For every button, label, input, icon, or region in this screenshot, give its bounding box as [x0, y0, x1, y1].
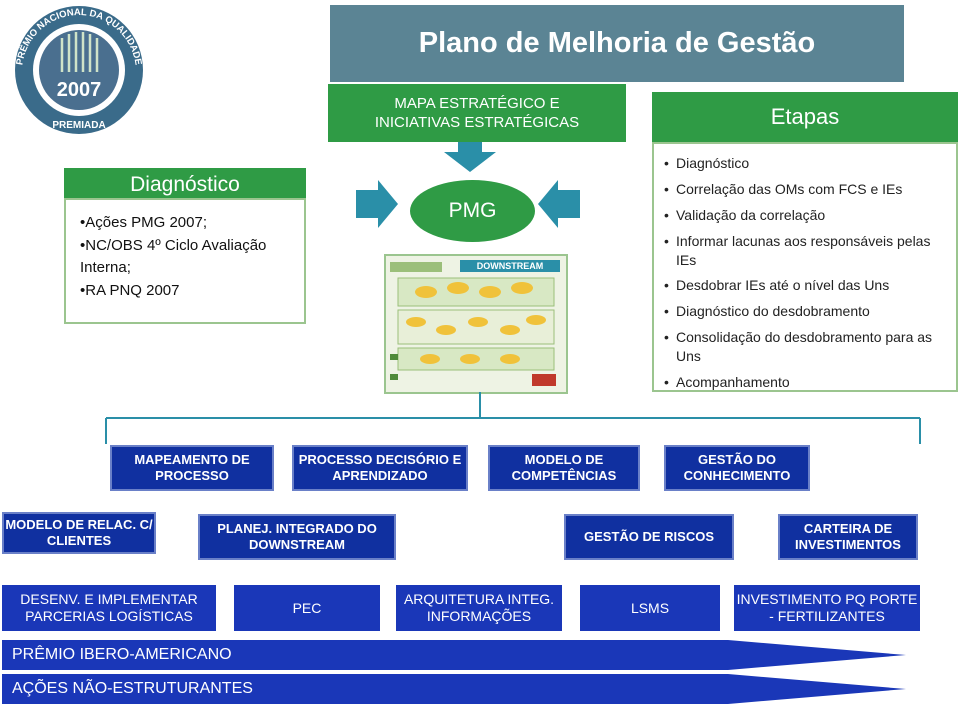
arrow-right-icon — [356, 180, 398, 228]
arrow-down-icon — [444, 142, 496, 172]
etapa-item: Consolidação do desdobramento para as Un… — [664, 328, 946, 366]
box-desenv-parcerias-logisticas: DESENV. E IMPLEMENTAR PARCERIAS LOGÍSTIC… — [2, 585, 216, 631]
etapa-item: Acompanhamento — [664, 373, 946, 392]
etapa-item: Diagnóstico do desdobramento — [664, 302, 946, 321]
banner-acoes-nao-estruturantes: AÇÕES NÃO-ESTRUTURANTES — [12, 680, 253, 697]
arrow-left-icon — [538, 180, 580, 228]
thumbnail-title: DOWNSTREAM — [460, 260, 560, 272]
box-gestao-riscos: GESTÃO DE RISCOS — [564, 514, 734, 560]
diagnostico-item: RA PNQ 2007 — [80, 280, 290, 303]
pmg-oval: PMG — [410, 180, 535, 242]
pnq-seal: PRÊMIO NACIONAL DA QUALIDADE 2007 PREMIA… — [2, 2, 156, 134]
diagnostico-list: Ações PMG 2007; NC/OBS 4º Ciclo Avaliaçã… — [80, 212, 290, 302]
diagnostico-item: Ações PMG 2007; — [80, 212, 290, 235]
title-bar — [330, 5, 904, 82]
etapas-list: Diagnóstico Correlação das OMs com FCS e… — [664, 154, 946, 392]
box-modelo-relac-clientes: MODELO DE RELAC. C/ CLIENTES — [2, 512, 156, 554]
seal-year: 2007 — [57, 79, 102, 101]
box-planej-integrado-downstream: PLANEJ. INTEGRADO DO DOWNSTREAM — [198, 514, 396, 560]
downstream-map-thumbnail: DOWNSTREAM — [384, 254, 568, 394]
page-title: Plano de Melhoria de Gestão — [418, 27, 816, 59]
box-mapeamento-processo: MAPEAMENTO DE PROCESSO — [110, 445, 274, 491]
thumbnail-graphic — [390, 262, 556, 386]
banner-arrows — [2, 640, 906, 704]
box-modelo-competencias: MODELO DE COMPETÊNCIAS — [488, 445, 640, 491]
etapa-item: Desdobrar IEs até o nível das Uns — [664, 276, 946, 295]
etapas-panel: Diagnóstico Correlação das OMs com FCS e… — [652, 142, 958, 392]
diagnostico-panel: Ações PMG 2007; NC/OBS 4º Ciclo Avaliaçã… — [64, 198, 306, 324]
etapa-item: Diagnóstico — [664, 154, 946, 173]
box-processo-decisorio: PROCESSO DECISÓRIO E APRENDIZADO — [292, 445, 468, 491]
banner-arrow-shape — [2, 674, 906, 704]
diagnostico-item: NC/OBS 4º Ciclo Avaliação Interna; — [80, 235, 290, 280]
mapa-estrategico-header: MAPA ESTRATÉGICO E INICIATIVAS ESTRATÉGI… — [328, 84, 626, 142]
banner-arrow-shape — [2, 640, 906, 670]
etapa-item: Validação da correlação — [664, 206, 946, 225]
box-pec: PEC — [234, 585, 380, 631]
center-arrows — [356, 142, 580, 228]
box-lsms: LSMS — [580, 585, 720, 631]
box-arquitetura-informacoes: ARQUITETURA INTEG. INFORMAÇÕES — [396, 585, 562, 631]
etapas-header: Etapas — [652, 92, 958, 142]
banner-premio-ibero-americano: PRÊMIO IBERO-AMERICANO — [12, 646, 232, 663]
box-investimento-fertilizantes: INVESTIMENTO PQ PORTE - FERTILIZANTES — [734, 585, 920, 631]
connector-lines — [105, 392, 921, 444]
etapa-item: Correlação das OMs com FCS e IEs — [664, 180, 946, 199]
diagnostico-header: Diagnóstico — [64, 168, 306, 202]
seal-graphic: PRÊMIO NACIONAL DA QUALIDADE 2007 PREMIA… — [14, 6, 144, 134]
etapa-item: Informar lacunas aos responsáveis pelas … — [664, 232, 946, 270]
seal-bottom-text: PREMIADA — [52, 120, 105, 131]
box-carteira-investimentos: CARTEIRA DE INVESTIMENTOS — [778, 514, 918, 560]
box-gestao-conhecimento: GESTÃO DO CONHECIMENTO — [664, 445, 810, 491]
